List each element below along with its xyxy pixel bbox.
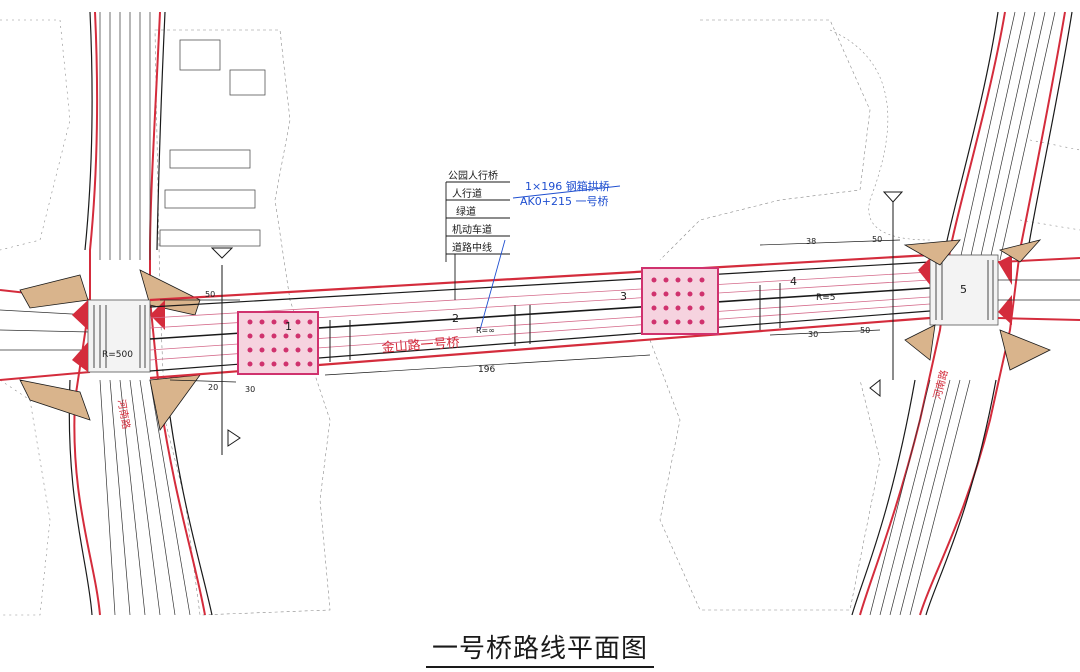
callout-label-greenway: 绿道 (456, 205, 476, 218)
dimension-right-low2: 50 (860, 326, 870, 335)
radius-label-right: R=5 (816, 293, 836, 303)
right-intersection (903, 239, 1080, 371)
callout-label-vehicle-lane: 机动车道 (452, 223, 492, 236)
dimension-lines (160, 239, 901, 383)
callout-label-sidewalk: 人行道 (452, 187, 482, 200)
side-road-label-right: 河南路 (930, 368, 950, 400)
callout-label-park-footbridge: 公园人行桥 (448, 169, 498, 182)
dimension-left-low2: 20 (208, 383, 218, 392)
side-road-label-left: 河南路 (115, 398, 133, 430)
dimension-right-top2: 50 (872, 235, 882, 244)
dimension-right-top: 38 (806, 237, 816, 246)
drawing-caption-text: 一号桥路线平面图 (425, 634, 654, 668)
dimension-total-span: 196 (478, 365, 495, 375)
road-name-label: 金山路一号桥 (381, 335, 460, 356)
radius-label-mid: R=∞ (476, 326, 495, 335)
bridge-note-station: AK0+215 一号桥 (520, 195, 608, 208)
station-number-5: 5 (960, 283, 967, 296)
radius-label-left: R=500 (102, 350, 133, 360)
pier-group-left (237, 311, 319, 375)
callout-leaders (445, 181, 621, 331)
dimension-left-low: 30 (245, 385, 255, 394)
route-plan-drawing: 公园人行桥 人行道 绿道 机动车道 道路中线 1×196 钢箱拱桥 AK0+21… (0, 11, 1080, 616)
west-approach-road (0, 269, 201, 431)
station-number-4: 4 (790, 275, 797, 288)
station-number-2: 2 (452, 312, 459, 325)
building-blocks-left (159, 39, 266, 247)
drawing-caption: 一号桥路线平面图 (0, 628, 1080, 668)
dimension-left-width: 50 (205, 290, 215, 299)
callout-label-road-centerline: 道路中线 (452, 241, 492, 254)
dimension-right-low: 30 (808, 330, 818, 339)
terrain-right (649, 19, 1080, 611)
pier-group-right (641, 267, 719, 335)
station-number-3: 3 (620, 290, 627, 303)
bridge-note-type: 1×196 钢箱拱桥 (525, 179, 610, 193)
left-intersection (72, 299, 165, 373)
station-number-1: 1 (285, 320, 292, 333)
section-markers (210, 191, 904, 455)
